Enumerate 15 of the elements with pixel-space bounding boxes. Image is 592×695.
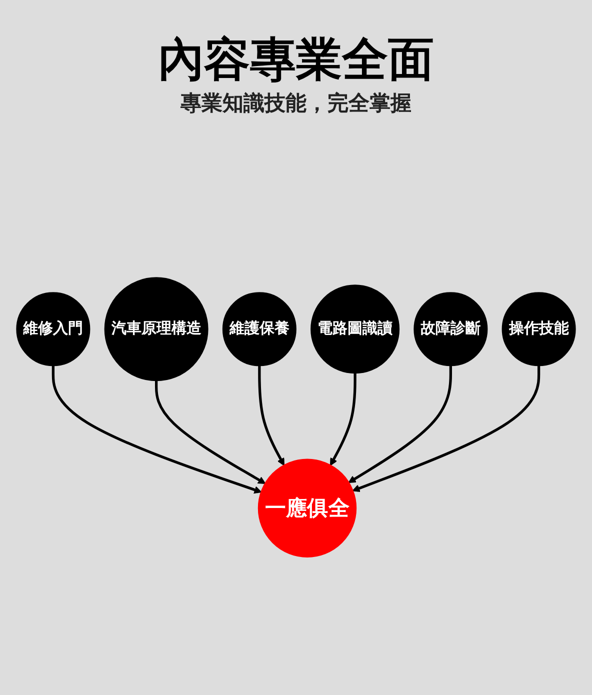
node-circle: 故障診斷 (414, 292, 488, 366)
arrow (52, 366, 262, 494)
node-circle: 一應俱全 (258, 458, 357, 558)
arrow (352, 366, 540, 492)
node-circle: 電路圖識讀 (310, 284, 400, 374)
subtitle: 專業知識技能，完全掌握 (180, 90, 412, 116)
arrow (258, 366, 284, 466)
node-circle: 操作技能 (502, 292, 576, 366)
arrow (154, 380, 266, 484)
arrow (348, 366, 452, 484)
node-circle: 維護保養 (222, 292, 296, 366)
node-circle: 汽車原理構造 (104, 277, 208, 382)
node-circle: 維修入門 (16, 292, 90, 366)
title: 內容專業全面 (158, 34, 434, 85)
arrow (330, 372, 356, 466)
